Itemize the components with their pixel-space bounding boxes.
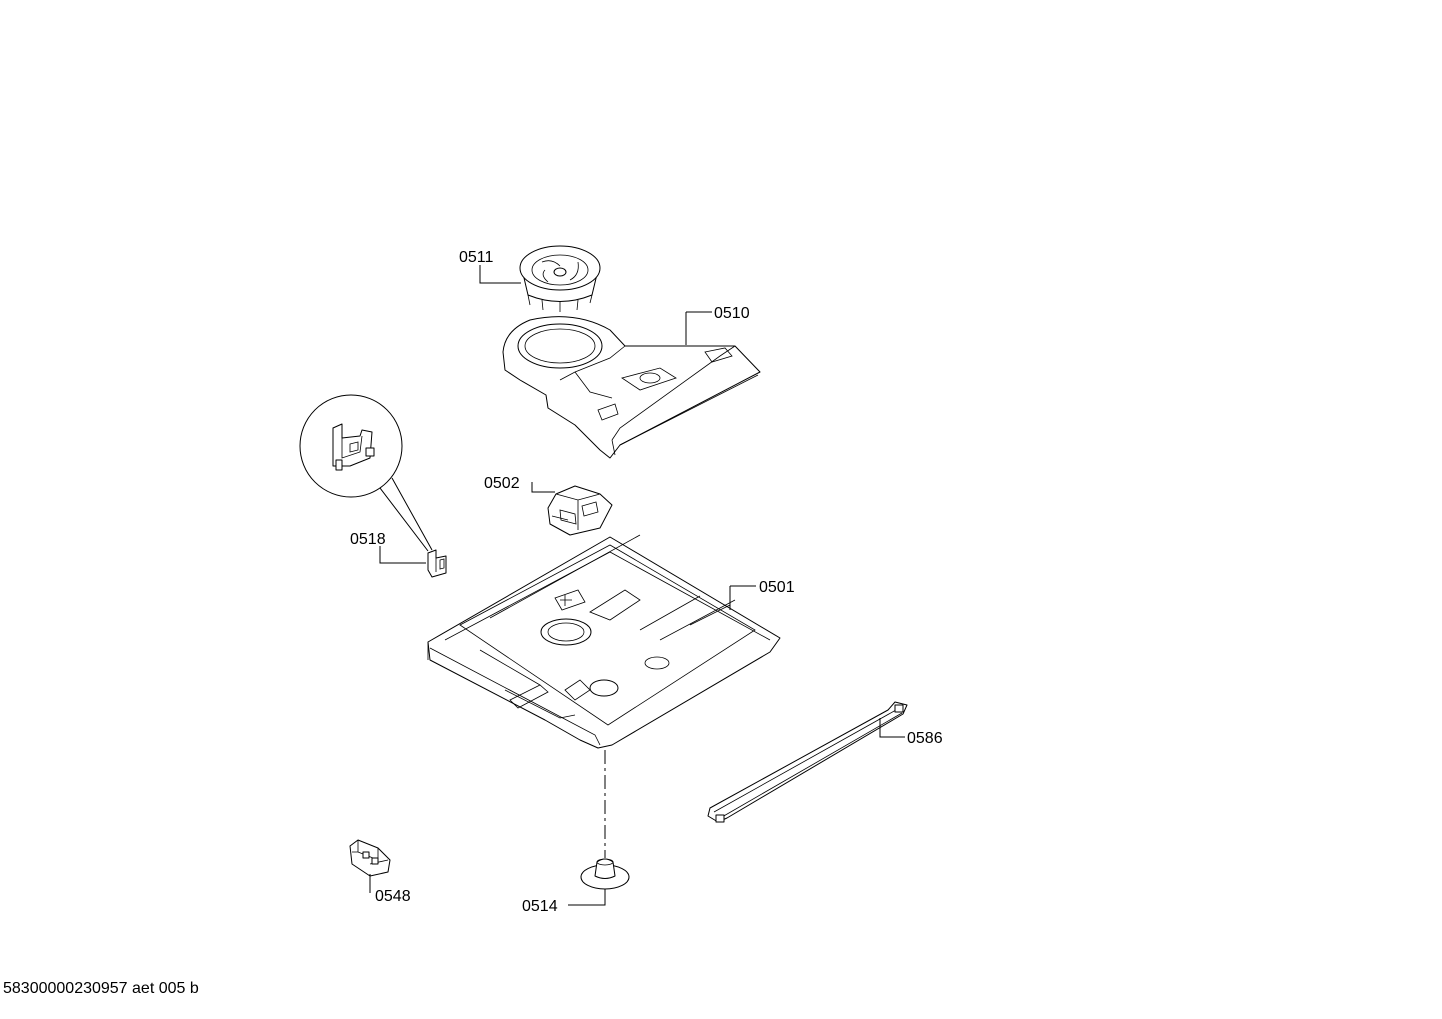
callout-0514: 0514: [522, 898, 558, 915]
part-0502-module: [547, 485, 613, 536]
callout-0511: 0511: [459, 249, 494, 266]
callout-0586: 0586: [907, 730, 943, 747]
callout-0501: 0501: [759, 579, 795, 596]
document-id-footer: 58300000230957 aet 005 b: [3, 980, 199, 997]
leader-0511: [479, 265, 521, 284]
leader-0518: [379, 546, 426, 564]
part-0511-fan-wheel: [519, 245, 601, 312]
leader-0514: [568, 889, 606, 906]
part-0586-rail: [707, 701, 908, 823]
callout-0510: 0510: [714, 305, 750, 322]
part-0510-air-duct: [502, 316, 761, 459]
callout-0518: 0518: [350, 531, 386, 548]
leader-0502: [531, 482, 555, 493]
callout-0502: 0502: [484, 475, 520, 492]
part-0501-base-plate: [427, 534, 781, 749]
part-0548-connector: [349, 839, 391, 877]
part-0514-foot: [580, 858, 630, 890]
detail-magnifier-0518: [299, 394, 433, 552]
leader-0586: [879, 718, 905, 738]
leader-0501: [729, 585, 756, 610]
callout-0548: 0548: [375, 888, 411, 905]
part-0518-bracket: [427, 549, 447, 578]
